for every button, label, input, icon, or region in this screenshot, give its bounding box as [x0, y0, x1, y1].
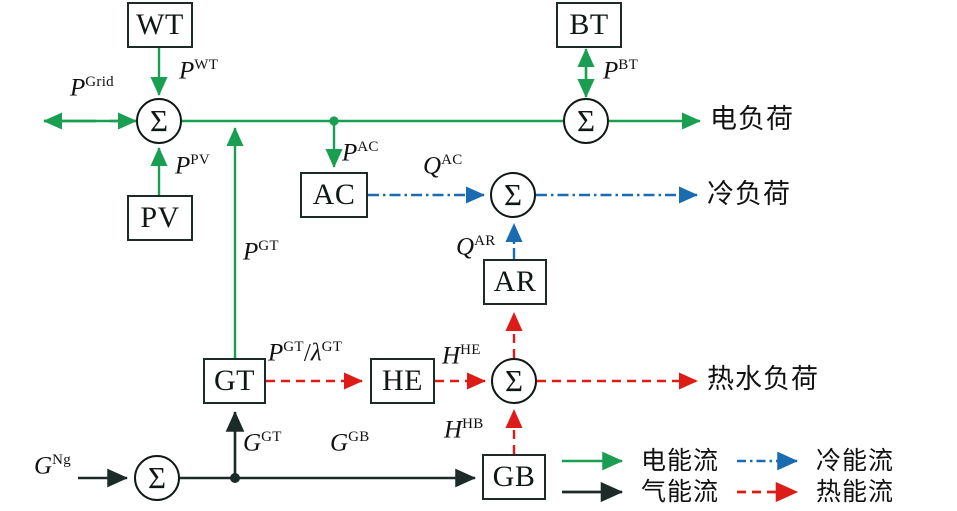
label-base: H: [442, 342, 461, 370]
component-box-bt[interactable]: BT: [556, 2, 622, 48]
sigma-glyph: Σ: [503, 176, 523, 212]
label-base: G: [34, 452, 53, 480]
component-box-gb[interactable]: GB: [482, 454, 546, 500]
flow-label-q-ac: QAC: [423, 152, 463, 180]
label-sup: WT: [194, 57, 219, 73]
flow-label-g-gb: GGB: [330, 429, 370, 457]
flow-label-p-ac: PAC: [342, 139, 379, 167]
summation-node-electric-bus-right[interactable]: Σ: [563, 98, 609, 144]
sigma-glyph: Σ: [149, 102, 169, 138]
label-base: Q: [456, 233, 475, 261]
flow-label-p-gt: PGT: [243, 238, 279, 266]
label-sup: Grid: [85, 74, 114, 90]
component-box-wt[interactable]: WT: [127, 2, 193, 48]
label-sup: PV: [190, 152, 211, 168]
label-sup: Ng: [52, 452, 71, 468]
component-box-ac[interactable]: AC: [300, 172, 368, 218]
label-base: Q: [423, 152, 442, 180]
flow-label-g-gt: GGT: [243, 429, 282, 457]
flow-label-p-wt: PWT: [179, 57, 219, 85]
label-base: P: [179, 57, 195, 85]
summation-node-gas-bus[interactable]: Σ: [134, 455, 180, 501]
label-base: G: [243, 429, 262, 457]
summation-node-heat-bus[interactable]: Σ: [491, 358, 537, 404]
component-box-he[interactable]: HE: [370, 358, 435, 404]
label-sup: HE: [460, 342, 481, 358]
legend-label-cooling: 冷能流: [816, 446, 895, 475]
label-base: P: [603, 57, 619, 85]
label-base: G: [330, 429, 349, 457]
label-base: P: [243, 238, 259, 266]
sigma-glyph: Σ: [576, 102, 596, 138]
ratio-denominator-sup: GT: [321, 339, 343, 355]
ratio-denominator-base: λ: [310, 339, 322, 367]
load-label-hot-water: 热水负荷: [707, 364, 819, 395]
label-base: P: [70, 74, 86, 102]
label-sup: GT: [258, 238, 279, 254]
legend-label-gas: 气能流: [641, 477, 720, 506]
flow-label-g-ng: GNg: [34, 452, 71, 480]
ratio-numerator-base: P: [268, 339, 284, 367]
legend-label-heat: 热能流: [816, 477, 895, 506]
summation-node-electric-bus-left[interactable]: Σ: [136, 98, 182, 144]
label-sup: GB: [348, 429, 370, 445]
label-base: P: [175, 152, 191, 180]
flow-label-p-bt: PBT: [603, 57, 639, 85]
flow-label-p-pv: PPV: [175, 152, 211, 180]
label-sup: AC: [441, 152, 463, 168]
flow-label-p-grid: PGrid: [70, 74, 114, 102]
summation-node-cooling-bus[interactable]: Σ: [490, 172, 536, 218]
component-box-gt[interactable]: GT: [203, 358, 266, 404]
sigma-glyph: Σ: [504, 362, 524, 398]
load-label-electric: 电负荷: [710, 104, 794, 135]
legend-label-electric: 电能流: [641, 446, 720, 475]
label-base: H: [444, 416, 463, 444]
label-sup: BT: [618, 57, 639, 73]
ratio-slash: /: [303, 339, 311, 367]
label-sup: AR: [474, 233, 496, 249]
label-sup: HB: [462, 416, 484, 432]
label-sup: GT: [261, 429, 282, 445]
component-box-pv[interactable]: PV: [127, 195, 193, 241]
flow-label-p-gt-over-lambda-gt: PGT/λGT: [268, 339, 343, 367]
component-box-ar[interactable]: AR: [483, 259, 547, 305]
load-label-cooling: 冷负荷: [707, 179, 791, 210]
label-base: P: [342, 139, 358, 167]
flow-label-h-he: HHE: [442, 342, 481, 370]
ratio-numerator-sup: GT: [283, 339, 304, 355]
flow-label-h-hb: HHB: [444, 416, 484, 444]
flow-label-q-ar: QAR: [456, 233, 496, 261]
label-sup: AC: [357, 139, 379, 155]
sigma-glyph: Σ: [147, 459, 167, 495]
